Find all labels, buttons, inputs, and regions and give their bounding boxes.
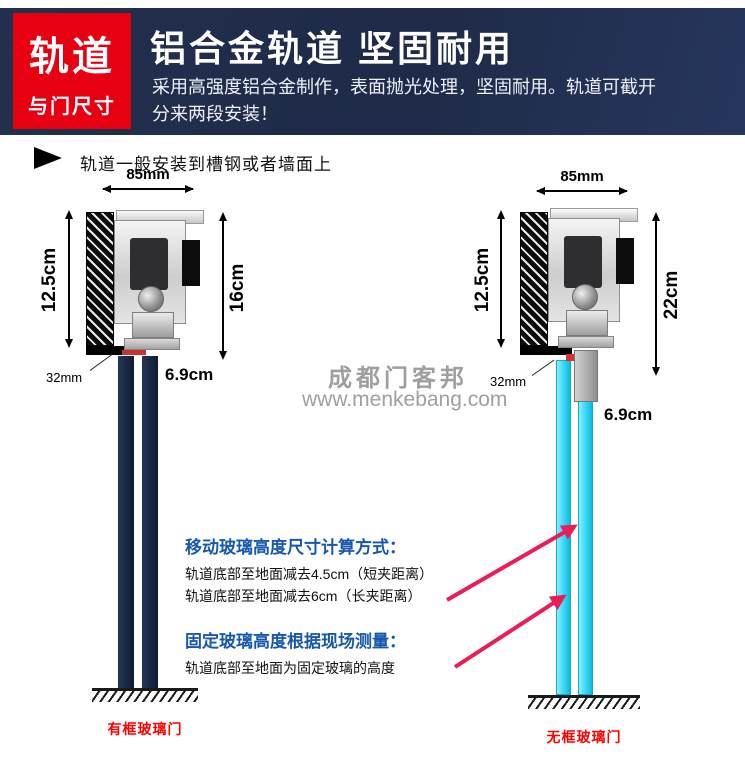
dim-offset-frameless: 32mm [490,374,527,389]
watermark-name: 成都门客邦 [328,365,468,392]
track-carriage [132,312,174,338]
dim-line-left-framed [65,210,73,348]
track-rubber-stop [616,238,634,284]
track-roller [138,286,164,312]
dim-line-right-frameless [652,212,660,376]
wall-hatch-framed [86,212,114,346]
dim-bottom-frameless: 6.9cm [604,405,653,424]
badge-title: 轨道 [29,34,115,79]
framed-door-panel [118,356,134,688]
wall-flange-frameless [520,346,572,355]
track-carriage [566,310,608,336]
ground-symbol-framed [92,688,198,702]
track-clamp-mark [122,350,146,355]
leader-line-framed [89,354,113,371]
category-badge: 轨道 与门尺寸 [13,13,131,129]
dim-line-right-framed [219,212,227,360]
instructions-fixed-line1: 轨道底部至地面为固定玻璃的高度 [185,660,395,677]
track-cavity [130,238,168,290]
caption-frameless-door: 无框玻璃门 [546,729,622,745]
frameless-glass-panel [578,360,593,695]
wall-hatch-frameless [520,212,548,346]
track-foot [558,336,614,348]
track-foot [124,338,180,350]
dim-left-framed: 12.5cm [39,247,60,313]
track-hardware-illustration-frameless [548,208,640,402]
page-subtitle: 采用高强度铝合金制作，表面抛光处理，坚固耐用。轨道可截开 分来两段安装！ [152,77,656,124]
instructions-heading-moving: 移动玻璃高度尺寸计算方式： [185,538,406,557]
track-rubber-stop [182,240,200,286]
dim-left-frameless: 12.5cm [472,247,493,313]
leader-line-frameless [531,359,555,376]
dim-right-frameless: 22cm [661,270,682,320]
track-hardware-illustration-framed [114,210,206,360]
dim-top-frameless: 85mm [560,168,604,185]
dim-bottom-framed: 6.9cm [165,365,214,384]
pointer-triangle-icon [34,147,62,169]
install-note: 轨道一般安装到槽钢或者墙面上 [80,155,332,174]
dim-line-top-frameless [536,187,628,195]
instructions-moving-line2: 轨道底部至地面减去6cm（长夹距离） [185,587,422,604]
dim-right-framed: 16cm [227,263,248,313]
track-cavity [564,236,602,288]
badge-subtitle: 与门尺寸 [28,95,116,118]
track-roller [572,284,598,310]
caption-framed-door: 有框玻璃门 [107,721,183,737]
ground-symbol-frameless [528,695,640,709]
dim-line-top-framed [102,185,194,193]
instructions-heading-fixed: 固定玻璃高度根据现场测量： [185,632,406,652]
dim-offset-framed: 32mm [46,370,83,385]
instructions-block: 移动玻璃高度尺寸计算方式： 轨道底部至地面减去4.5cm（短夹距离） 轨道底部至… [185,533,485,680]
watermark-url: www.menkebang.com [302,388,508,411]
instructions-moving-line1: 轨道底部至地面减去4.5cm（短夹距离） [185,566,434,582]
page-title: 铝合金轨道 坚固耐用 [150,28,515,69]
dim-line-left-frameless [497,210,505,348]
wall-flange-framed [86,346,142,355]
header-banner: 轨道 与门尺寸 铝合金轨道 坚固耐用 采用高强度铝合金制作，表面抛光处理，坚固耐… [0,8,745,135]
dim-top-framed: 85mm [126,166,170,183]
glass-clamp-mark [566,354,574,361]
glass-clamp [574,350,598,402]
framed-door-panel [142,356,158,688]
